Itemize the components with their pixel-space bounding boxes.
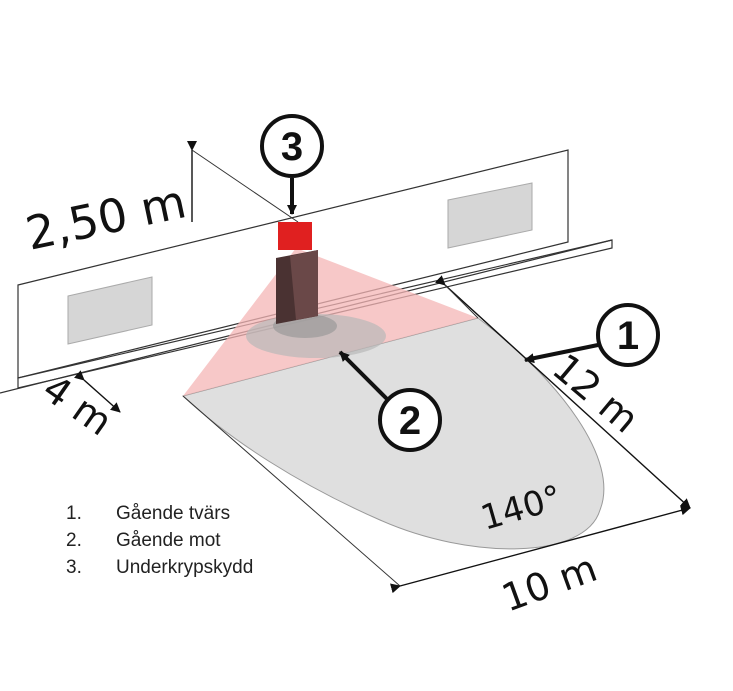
window-panel-right [447,182,533,249]
legend-item: 3. Underkrypskydd [66,554,253,581]
sensor-column-side [290,250,318,320]
callout-3-number: 3 [281,125,303,169]
callout-1: 1 [524,303,660,367]
legend-item: 2. Gående mot [66,527,253,554]
legend-item: 1. Gående tvärs [66,500,253,527]
legend-number: 2. [66,530,82,551]
callout-2-number: 2 [399,399,421,443]
window-panel-left [67,276,153,345]
legend-number: 1. [66,503,82,524]
far-width-label: 10 m [496,546,603,621]
far-width-guide [182,395,401,587]
height-label: 2,50 m [21,174,191,260]
range-arrow [434,275,691,509]
legend-number: 3. [66,557,82,578]
legend-label: Gående mot [116,530,221,551]
legend: 1. Gående tvärs 2. Gående mot 3. Underkr… [66,500,253,581]
near-width-arrow [73,370,121,413]
legend-label: Underkrypskydd [116,557,254,578]
callout-2: 2 [338,350,442,452]
far-width-arrow [390,505,691,594]
callout-1-number: 1 [617,314,639,358]
height-guide [191,149,299,223]
legend-label: Gående tvärs [116,503,231,524]
sensor-3 [278,222,312,250]
callout-3: 3 [260,114,324,215]
